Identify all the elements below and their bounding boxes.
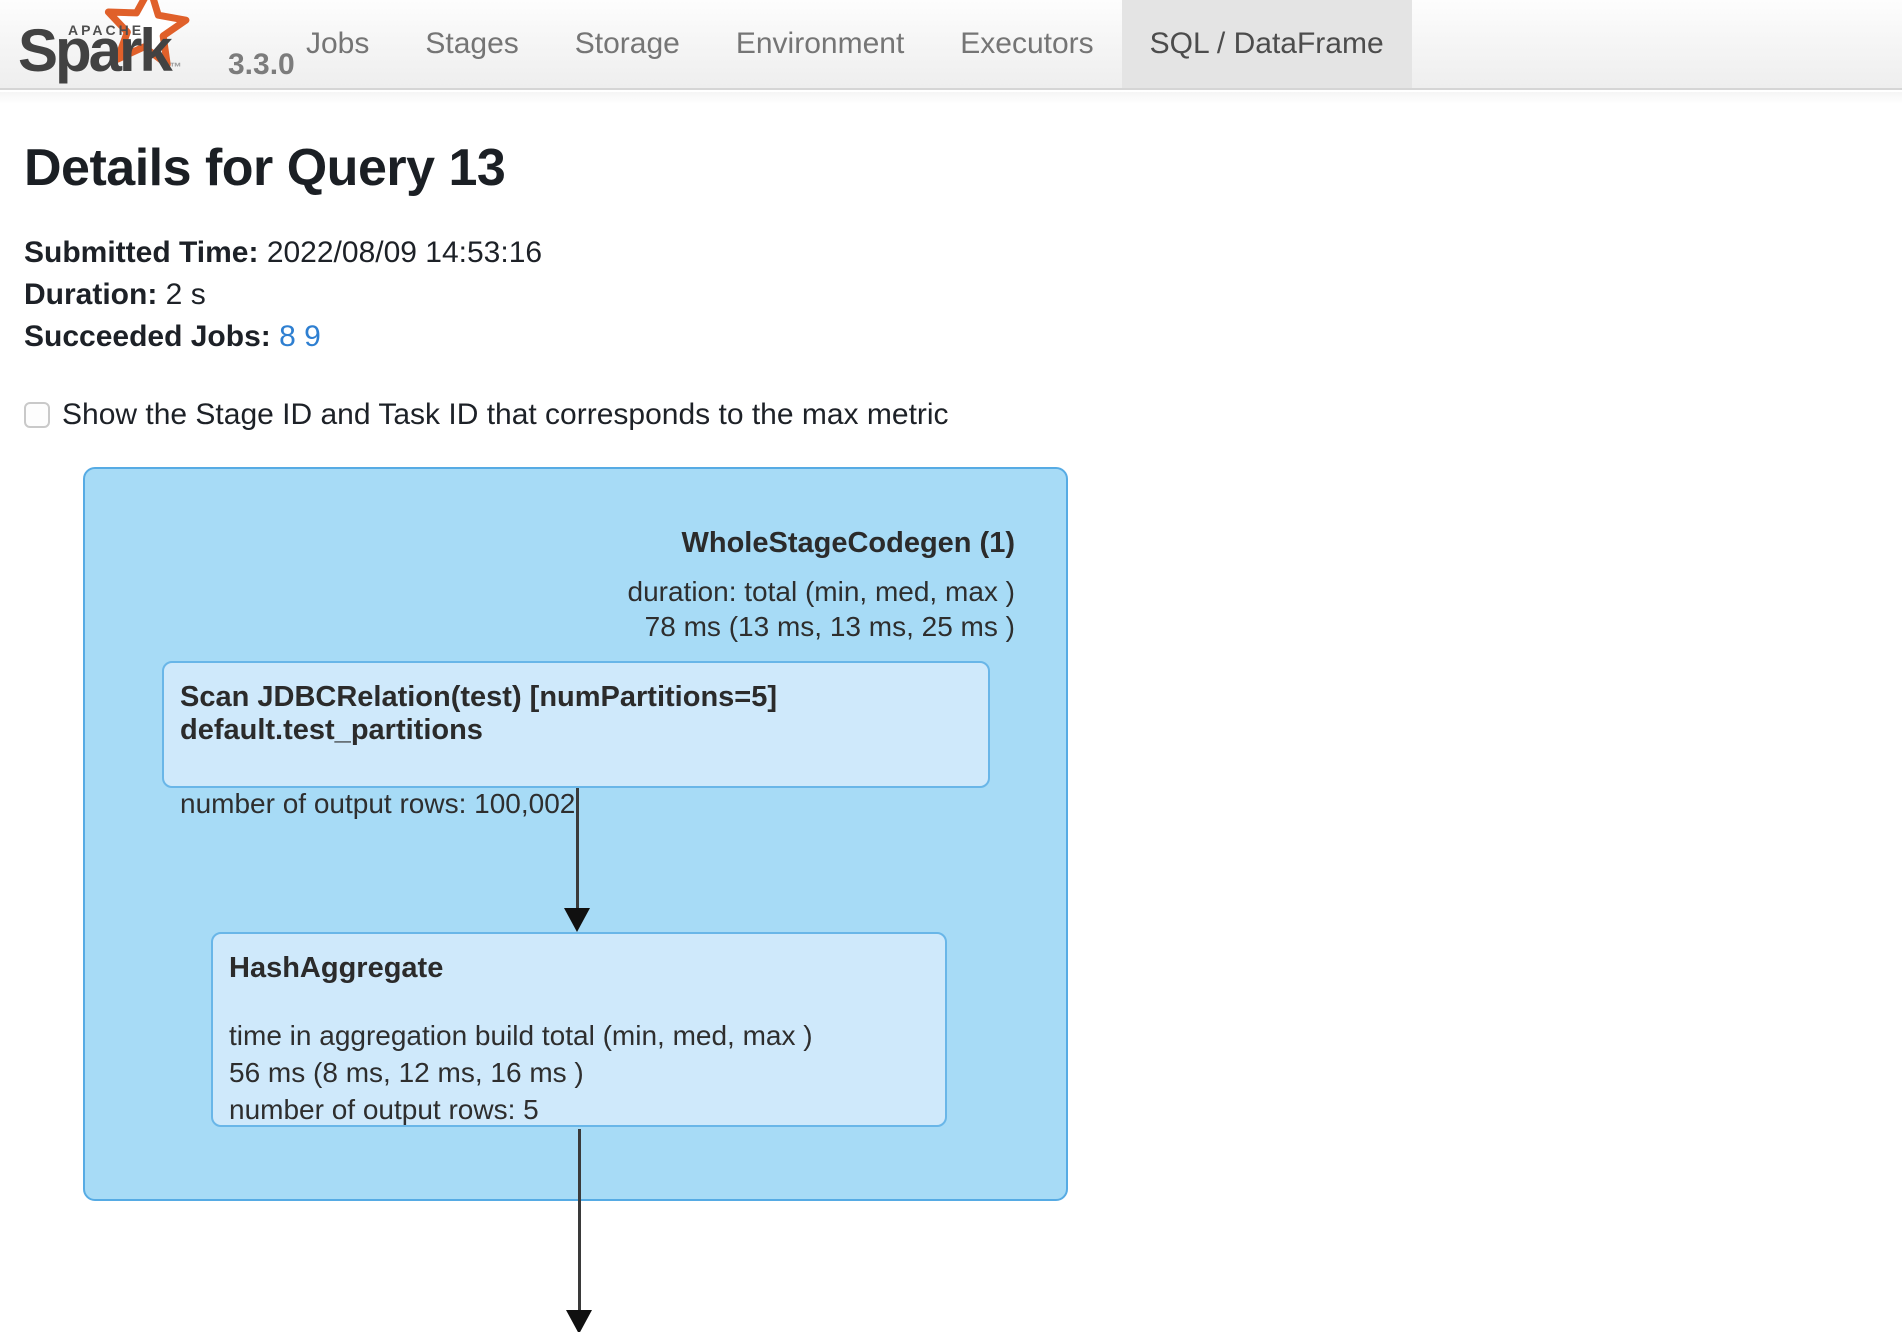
cluster-metric-line: duration: total (min, med, max ) <box>627 576 1015 607</box>
node-title: Scan JDBCRelation(test) [numPartitions=5… <box>180 681 778 746</box>
tab-environment[interactable]: Environment <box>735 27 905 60</box>
page-title: Details for Query 13 <box>24 139 506 197</box>
job-link-8[interactable]: 8 <box>279 320 296 353</box>
edge-line <box>577 1129 581 1310</box>
arrowhead-icon <box>566 1310 592 1332</box>
submitted-time-value: 2022/08/09 14:53:16 <box>266 236 543 269</box>
tab-sql-dataframe[interactable]: SQL / DataFrame <box>1121 0 1412 88</box>
top-navbar: APACHE Spark™ 3.3.0 Jobs Stages Storage … <box>0 0 1902 104</box>
submitted-time-label: Submitted Time: <box>24 236 259 269</box>
query-details-page: Details for Query 13 Submitted Time: 202… <box>0 138 1902 1332</box>
cluster-title: WholeStageCodegen (1) <box>681 527 1015 559</box>
succeeded-jobs-label: Succeeded Jobs: <box>24 320 271 353</box>
edge-arrow-scan-to-hashaggregate <box>564 788 590 932</box>
node-metric: number of output rows: 100,002 <box>180 788 576 819</box>
tab-storage[interactable]: Storage <box>574 27 680 60</box>
plan-node-scan-jdbcrelation[interactable]: Scan JDBCRelation(test) [numPartitions=5… <box>162 661 990 819</box>
max-metric-toggle-row: Show the Stage ID and Task ID that corre… <box>24 398 1902 432</box>
duration-row: Duration: 2 s <box>24 274 1902 316</box>
spark-logo[interactable]: APACHE Spark™ 3.3.0 <box>0 0 295 88</box>
node-title: HashAggregate <box>229 952 444 984</box>
spark-wordmark: Spark™ <box>18 17 182 84</box>
edge-arrow-hashaggregate-output <box>566 1129 592 1332</box>
succeeded-jobs-row: Succeeded Jobs: 8 9 <box>24 316 1902 358</box>
cluster-metric-line: 78 ms (13 ms, 13 ms, 25 ms ) <box>644 611 1015 642</box>
node-metric: number of output rows: 5 <box>229 1094 539 1125</box>
max-metric-checkbox[interactable] <box>24 402 50 428</box>
nav-tabs: Jobs Stages Storage Environment Executor… <box>278 0 1412 88</box>
cluster-header: WholeStageCodegen (1) duration: total (m… <box>628 527 1015 644</box>
tab-stages[interactable]: Stages <box>425 27 519 60</box>
max-metric-label: Show the Stage ID and Task ID that corre… <box>62 398 949 431</box>
tab-executors[interactable]: Executors <box>960 27 1094 60</box>
query-meta: Submitted Time: 2022/08/09 14:53:16 Dura… <box>24 232 1902 358</box>
trademark-symbol: ™ <box>169 60 182 74</box>
duration-label: Duration: <box>24 278 158 311</box>
tab-jobs[interactable]: Jobs <box>306 27 370 60</box>
duration-value: 2 s <box>165 278 206 311</box>
node-metric: 56 ms (8 ms, 12 ms, 16 ms ) <box>229 1057 584 1088</box>
arrowhead-icon <box>564 908 590 932</box>
apache-wordmark: APACHE <box>68 22 145 38</box>
wholestagecodegen-cluster[interactable]: WholeStageCodegen (1) duration: total (m… <box>83 467 1068 1201</box>
edge-line <box>575 788 579 908</box>
spark-version: 3.3.0 <box>228 48 295 81</box>
spark-star-icon <box>104 0 190 68</box>
node-metric: time in aggregation build total (min, me… <box>229 1020 813 1051</box>
plan-node-hashaggregate[interactable]: HashAggregate time in aggregation build … <box>211 932 947 1127</box>
plan-visualization: WholeStageCodegen (1) duration: total (m… <box>24 454 1902 1332</box>
submitted-time-row: Submitted Time: 2022/08/09 14:53:16 <box>24 232 1902 274</box>
job-link-9[interactable]: 9 <box>304 320 321 353</box>
